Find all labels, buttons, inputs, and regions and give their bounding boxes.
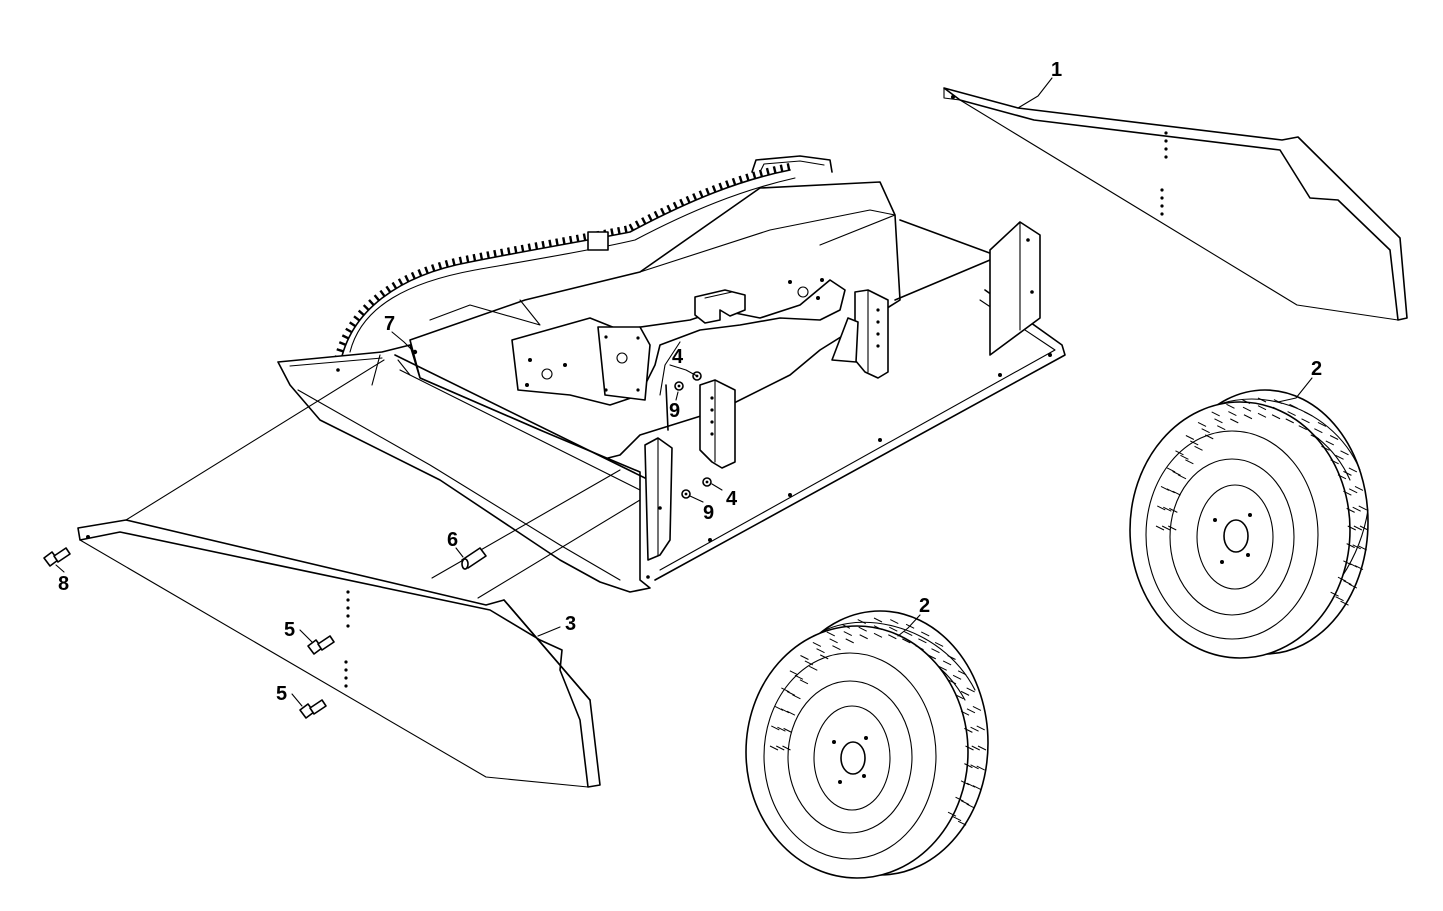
rear-wheel-tread	[1155, 397, 1369, 606]
callout-9-upper: 9	[669, 400, 680, 422]
leader-lines	[55, 77, 1313, 707]
washer-9-upper	[674, 381, 684, 391]
front-deck-hole-row-1	[346, 590, 350, 628]
callout-7: 7	[384, 313, 395, 335]
callout-2-rear-wheel: 2	[1311, 358, 1322, 380]
bolt-5-lower	[299, 699, 327, 719]
callout-4-upper: 4	[672, 346, 684, 368]
wheel-rear	[1129, 389, 1369, 659]
bolt-5-upper	[307, 635, 335, 655]
mower-deck	[277, 155, 1066, 593]
callout-9-lower: 9	[703, 502, 714, 524]
wheel-front	[745, 610, 989, 879]
rear-deck-panel	[943, 87, 1408, 321]
callout-2-front-wheel: 2	[919, 595, 930, 617]
front-deck-hole-row-2	[344, 660, 348, 688]
rear-deck-hole-row-2	[1160, 188, 1164, 216]
callout-4-lower: 4	[726, 488, 738, 510]
front-wheel-tread	[769, 617, 987, 826]
callout-1: 1	[1051, 59, 1062, 81]
callout-8: 8	[58, 573, 69, 595]
belt-guard-teeth	[332, 163, 791, 367]
callout-5-upper: 5	[284, 619, 295, 641]
front-deck-panel	[77, 359, 641, 788]
callout-6: 6	[447, 529, 458, 551]
callout-3: 3	[565, 613, 576, 635]
spacer-6	[461, 547, 487, 570]
washer-9-lower	[681, 489, 691, 499]
callout-labels: 1 2 2 3 4 4 5 5 6 7 8 9 9	[58, 59, 1322, 705]
nut-4-lower	[702, 477, 712, 487]
rear-deck-hole-row-1	[1164, 131, 1168, 159]
bolt-8	[43, 547, 71, 567]
callout-5-lower: 5	[276, 683, 287, 705]
